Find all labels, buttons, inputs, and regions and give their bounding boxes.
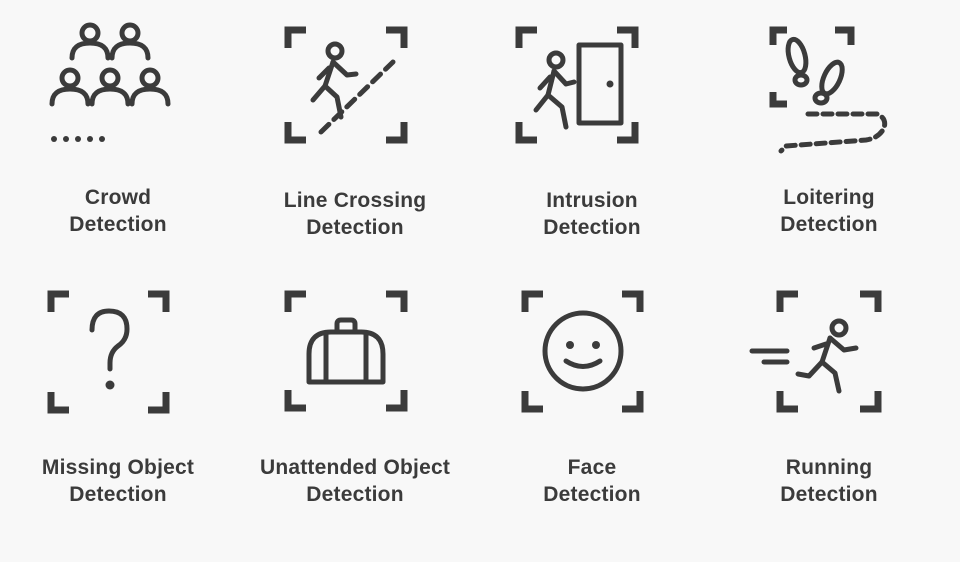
label-line-1: Unattended Object [259, 456, 451, 479]
feature-label: Running Detection [707, 454, 951, 508]
label-line-1: Crowd [84, 186, 152, 209]
label-line-2: Detection [69, 483, 167, 506]
footprints-icon [769, 26, 888, 154]
question-mark-icon [47, 290, 170, 414]
feature-label: Face Detection [470, 454, 714, 508]
feature-label: Line Crossing Detection [233, 187, 477, 241]
crowd-icon [49, 22, 171, 142]
running-person-icon [749, 290, 882, 413]
label-line-1: Missing Object [41, 456, 195, 479]
feature-loitering-detection: Loitering Detection [711, 0, 947, 250]
feature-running-detection: Running Detection [711, 264, 947, 514]
label-line-2: Detection [306, 216, 404, 239]
feature-crowd-detection: Crowd Detection [0, 0, 236, 250]
feature-label: Intrusion Detection [470, 187, 714, 241]
feature-line-crossing-detection: Line Crossing Detection [237, 0, 473, 250]
label-line-2: Detection [543, 483, 641, 506]
label-line-1: Loitering [783, 186, 875, 209]
label-line-2: Detection [780, 213, 878, 236]
label-line-2: Detection [780, 483, 878, 506]
line-crossing-icon [284, 26, 408, 144]
label-line-2: Detection [543, 216, 641, 239]
feature-missing-object-detection: Missing Object Detection [0, 264, 236, 514]
feature-label: Crowd Detection [0, 184, 240, 238]
label-line-1: Intrusion [546, 189, 638, 212]
label-line-1: Line Crossing [283, 189, 427, 212]
feature-face-detection: Face Detection [474, 264, 710, 514]
label-line-2: Detection [69, 213, 167, 236]
label-line-2: Detection [306, 483, 404, 506]
feature-unattended-object-detection: Unattended Object Detection [237, 264, 473, 514]
feature-label: Unattended Object Detection [233, 454, 477, 508]
label-line-1: Face [567, 456, 617, 479]
smiley-face-icon [521, 290, 644, 413]
label-line-1: Running [785, 456, 873, 479]
intrusion-icon [515, 26, 639, 144]
feature-label: Missing Object Detection [0, 454, 240, 508]
bag-icon [284, 290, 408, 412]
feature-intrusion-detection: Intrusion Detection [474, 0, 710, 250]
feature-label: Loitering Detection [707, 184, 951, 238]
